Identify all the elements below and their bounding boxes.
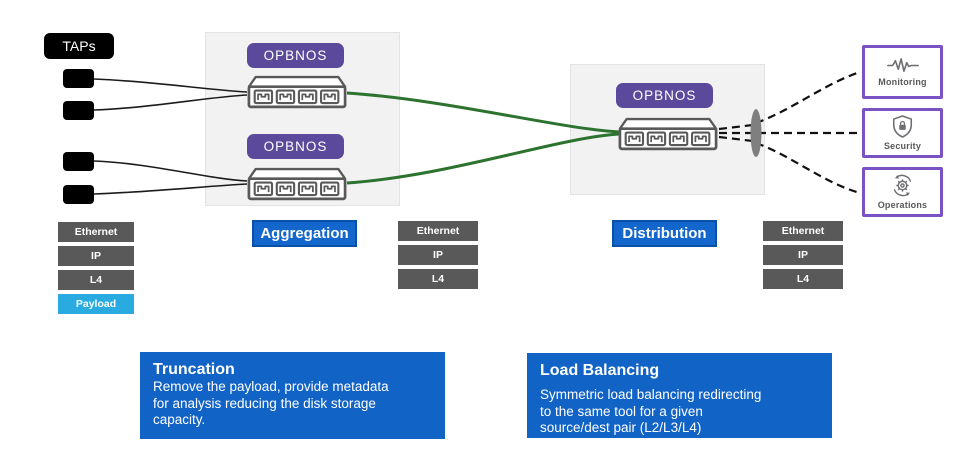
layer-payload: Payload: [58, 294, 134, 314]
switch-icon: [247, 74, 347, 109]
callout-load-balancing: Load Balancing Symmetric load balancing …: [527, 353, 832, 438]
stage-label-aggregation: Aggregation: [252, 220, 357, 247]
stage-label-distribution: Distribution: [612, 220, 717, 247]
aggregation-links: [346, 91, 621, 185]
layer-ethernet: Ethernet: [58, 222, 134, 242]
callout-title: Load Balancing: [540, 362, 660, 379]
tool-monitoring: Monitoring: [862, 45, 943, 99]
load-balance-ellipse: [750, 109, 762, 157]
callout-truncation: Truncation Remove the payload, provide m…: [140, 352, 445, 439]
tool-links: [718, 70, 861, 195]
switch-icon: [247, 166, 347, 201]
tap-port: [63, 185, 94, 204]
layer-ip: IP: [398, 245, 478, 265]
tool-label: Operations: [877, 200, 928, 210]
opbnos-badge: OPBNOS: [616, 83, 713, 108]
switch-icon: [618, 116, 718, 151]
tool-label: Monitoring: [878, 77, 927, 87]
tool-operations: Operations: [862, 167, 943, 217]
tap-port: [63, 152, 94, 171]
layer-l4: L4: [763, 269, 843, 289]
tap-links: [93, 78, 248, 195]
tap-port: [63, 101, 94, 120]
taps-label: TAPs: [44, 33, 114, 59]
layer-ip: IP: [58, 246, 134, 266]
callout-body: Remove the payload, provide metadata for…: [153, 379, 389, 428]
layer-l4: L4: [398, 269, 478, 289]
layer-ip: IP: [763, 245, 843, 265]
opbnos-badge: OPBNOS: [247, 43, 344, 68]
gear-sync-icon: [893, 174, 912, 197]
tool-security: Security: [862, 108, 943, 158]
callout-body: Symmetric load balancing redirecting to …: [540, 387, 762, 436]
layer-ethernet: Ethernet: [763, 221, 843, 241]
protocol-stack-left: Ethernet IP L4 Payload: [58, 222, 134, 318]
protocol-stack-right: Ethernet IP L4: [763, 221, 843, 293]
tap-port: [63, 69, 94, 88]
tool-label: Security: [883, 141, 922, 151]
layer-l4: L4: [58, 270, 134, 290]
callout-title: Truncation: [153, 361, 235, 378]
shield-lock-icon: [892, 115, 913, 138]
opbnos-badge: OPBNOS: [247, 134, 344, 159]
pulse-icon: [886, 58, 919, 72]
layer-ethernet: Ethernet: [398, 221, 478, 241]
protocol-stack-middle: Ethernet IP L4: [398, 221, 478, 293]
